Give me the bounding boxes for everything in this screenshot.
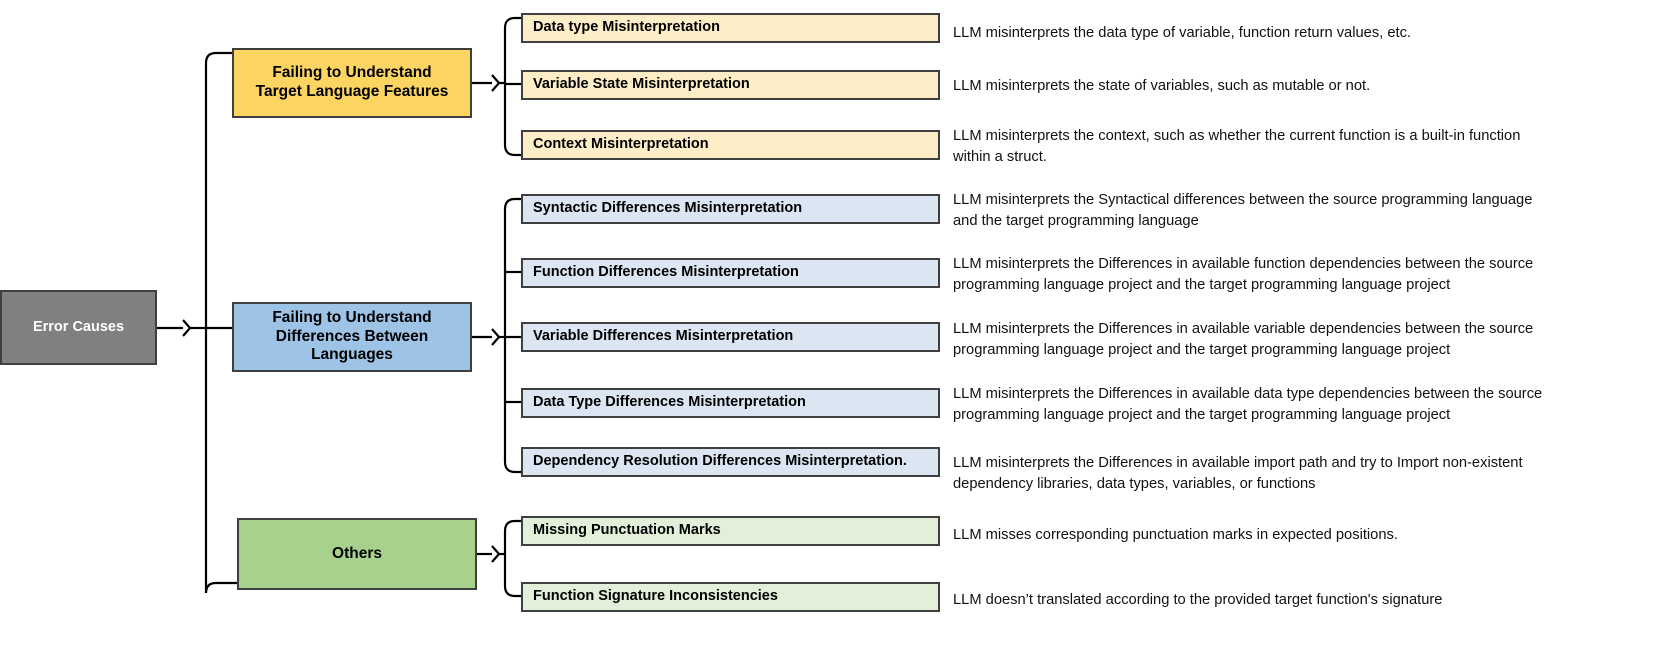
leaf-node-variable-differences-misinterpretation[interactable]: Variable Differences Misinterpretation (521, 322, 940, 352)
leaf-description-syntactic-differences-misinterpretation: LLM misinterprets the Syntactical differ… (953, 192, 1533, 229)
leaf-description-context-misinterpretation: LLM misinterprets the context, such as w… (953, 128, 1521, 165)
leaf-description-data-type-differences-misinterpretation: LLM misinterprets the Differences in ava… (953, 386, 1543, 423)
root-node-error-causes[interactable]: Error Causes (0, 290, 157, 365)
leaf-node-missing-punctuation-marks[interactable]: Missing Punctuation Marks (521, 516, 940, 546)
leaf-description-function-differences-misinterpretation: LLM misinterprets the Differences in ava… (953, 256, 1534, 293)
leaf-node-context-misinterpretation[interactable]: Context Misinterpretation (521, 130, 940, 160)
leaf-description-missing-punctuation-marks: LLM misses corresponding punctuation mar… (953, 527, 1398, 543)
category-label-stack: Failing to Understand Target Language Fe… (256, 64, 449, 101)
leaf-node-variable-state-misinterpretation[interactable]: Variable State Misinterpretation (521, 70, 940, 100)
leaf-node-data-type-differences-misinterpretation[interactable]: Data Type Differences Misinterpretation (521, 388, 940, 418)
leaf-node-label: Variable State Misinterpretation (533, 76, 750, 93)
leaf-node-function-signature-inconsistencies[interactable]: Function Signature Inconsistencies (521, 582, 940, 612)
category-label-line2: Differences Between Languages (275, 327, 429, 364)
leaf-node-syntactic-differences-misinterpretation[interactable]: Syntactic Differences Misinterpretation (521, 194, 940, 224)
leaf-node-label: Data type Misinterpretation (533, 19, 720, 36)
leaf-description-dependency-resolution-differences-misinterpretation: LLM misinterprets the Differences in ava… (953, 455, 1523, 492)
category-label-line1: Others (332, 544, 382, 562)
leaf-node-label: Missing Punctuation Marks (533, 522, 721, 539)
category-label-line1: Failing to Understand (272, 64, 432, 82)
leaf-node-label: Variable Differences Misinterpretation (533, 328, 794, 345)
leaf-node-function-differences-misinterpretation[interactable]: Function Differences Misinterpretation (521, 258, 940, 288)
category-node-differences-between-languages[interactable]: Failing to Understand Differences Betwee… (232, 302, 472, 372)
leaf-node-label: Syntactic Differences Misinterpretation (533, 200, 803, 217)
leaf-node-label: Function Signature Inconsistencies (533, 588, 778, 605)
category-node-others[interactable]: Others (237, 518, 477, 590)
leaf-node-label: Dependency Resolution Differences Misint… (533, 453, 907, 470)
leaf-node-label: Context Misinterpretation (533, 136, 709, 153)
leaf-node-data-type-misinterpretation[interactable]: Data type Misinterpretation (521, 13, 940, 43)
leaf-description-variable-differences-misinterpretation: LLM misinterprets the Differences in ava… (953, 321, 1534, 358)
leaf-node-label: Function Differences Misinterpretation (533, 264, 799, 281)
leaf-description-data-type-misinterpretation: LLM misinterprets the data type of varia… (953, 25, 1411, 41)
leaf-node-label: Data Type Differences Misinterpretation (533, 394, 806, 411)
leaf-description-function-signature-inconsistencies: LLM doesn’t translated according to the … (953, 592, 1443, 608)
category-label-line2: Target Language Features (255, 83, 449, 100)
category-label-stack: Failing to Understand Differences Betwee… (234, 309, 470, 365)
leaf-description-variable-state-misinterpretation: LLM misinterprets the state of variables… (953, 78, 1371, 94)
leaf-node-dependency-resolution-differences-misinterpretation[interactable]: Dependency Resolution Differences Misint… (521, 447, 940, 477)
category-label-line1: Failing to Understand (272, 309, 432, 327)
category-node-target-language-features[interactable]: Failing to Understand Target Language Fe… (232, 48, 472, 118)
root-node-label: Error Causes (32, 318, 125, 335)
